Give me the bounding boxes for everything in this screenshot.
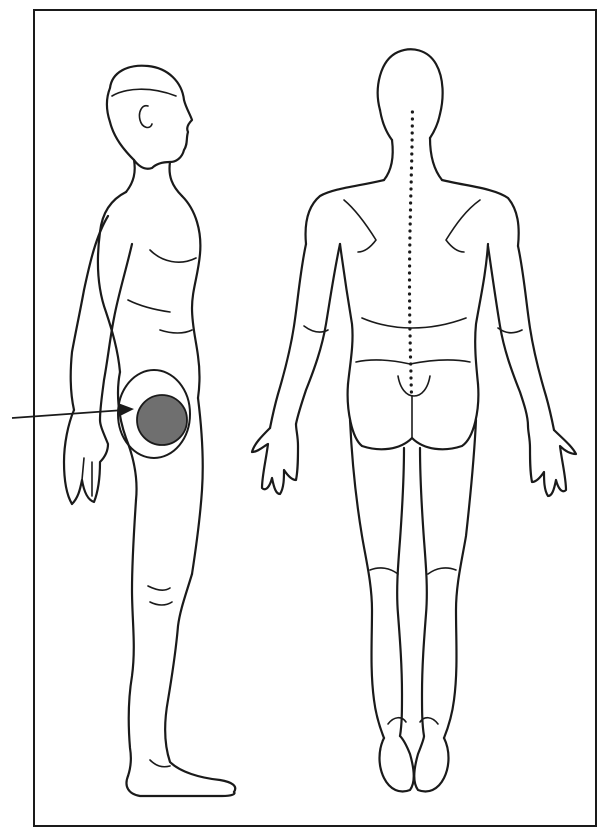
spine-dot	[411, 110, 414, 113]
spine-dot	[410, 180, 413, 183]
spine-dot	[410, 145, 413, 148]
spine-dot	[411, 138, 414, 141]
spine-dot	[408, 236, 411, 239]
spine-dot	[409, 215, 412, 218]
spine-dot	[409, 208, 412, 211]
spine-dot	[410, 166, 413, 169]
spine-dot	[408, 320, 411, 323]
spine-dot	[409, 187, 412, 190]
spine-dot	[408, 243, 411, 246]
spine-dot	[408, 327, 411, 330]
spine-dot	[409, 348, 412, 351]
spine-dot	[410, 152, 413, 155]
spine-dot	[410, 390, 413, 393]
spine-dot	[410, 173, 413, 176]
spine-dot	[409, 341, 412, 344]
spine-dot	[408, 313, 411, 316]
spine-dot	[410, 383, 413, 386]
spine-dot	[409, 376, 412, 379]
spine-dot	[409, 355, 412, 358]
spine-dot	[409, 334, 412, 337]
spine-dot	[409, 222, 412, 225]
spine-dot	[408, 264, 411, 267]
spine-dot	[408, 285, 411, 288]
spine-dot	[409, 369, 412, 372]
spine-dot	[409, 201, 412, 204]
spine-dot	[408, 250, 411, 253]
spine-dot	[408, 278, 411, 281]
spine-dot	[408, 229, 411, 232]
spine-dot	[408, 306, 411, 309]
spine-dot	[411, 124, 414, 127]
hip-marker-dot	[137, 395, 187, 445]
spine-dot	[411, 117, 414, 120]
spine-dot	[411, 131, 414, 134]
spine-dot	[409, 362, 412, 365]
spine-dot	[408, 292, 411, 295]
spine-dot	[408, 271, 411, 274]
spine-dot	[409, 194, 412, 197]
spine-dot	[408, 299, 411, 302]
spine-dot	[410, 159, 413, 162]
spine-dot	[408, 257, 411, 260]
